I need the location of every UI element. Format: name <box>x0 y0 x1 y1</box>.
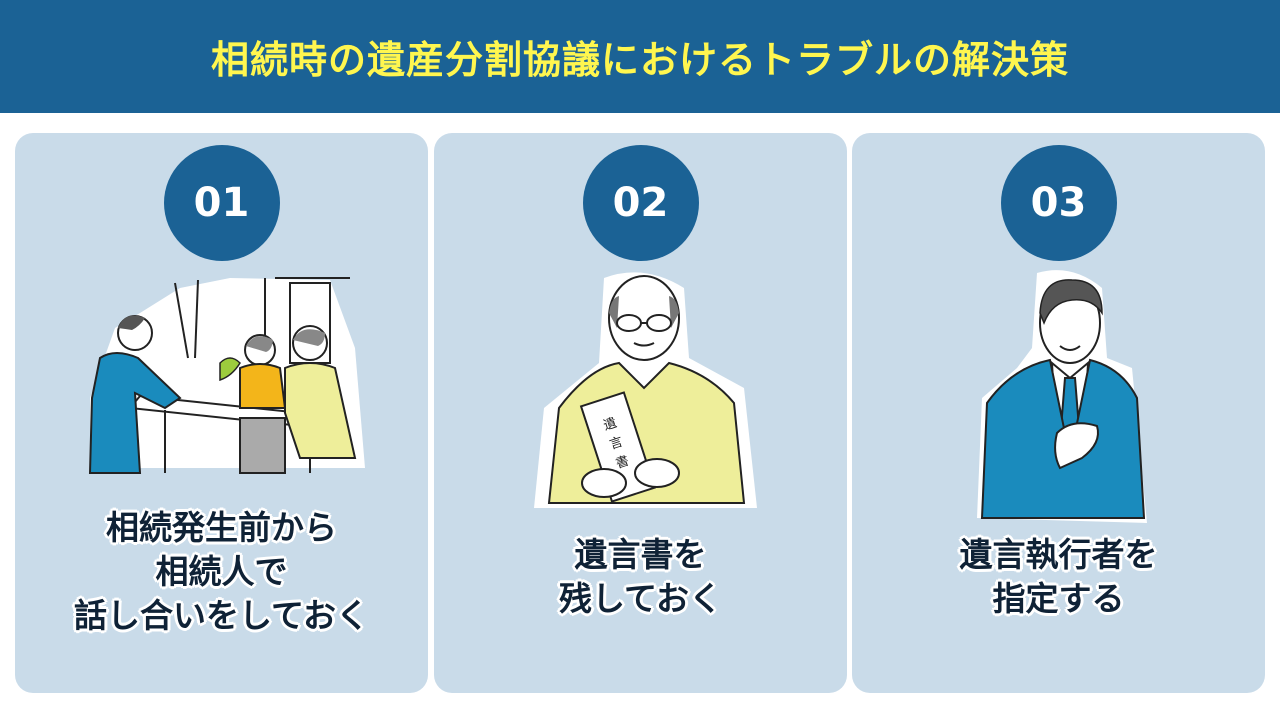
page-title: 相続時の遺産分割協議におけるトラブルの解決策 <box>210 38 1069 82</box>
card-3-text: 遺言執行者を 指定する <box>852 533 1265 621</box>
solution-card-1: 01 相続発生前から 相続人で 話し合 <box>15 133 428 693</box>
card-2-text: 遺言書を 残しておく <box>434 533 847 621</box>
header-banner: 相続時の遺産分割協議におけるトラブルの解決策 <box>0 0 1280 113</box>
card-1-text: 相続発生前から 相続人で 話し合いをしておく <box>15 506 428 638</box>
card-text-line: 相続発生前から <box>106 508 337 547</box>
card-text-line: 遺言書を <box>574 535 707 574</box>
solution-card-2: 02 遺 言 書 遺言書を 残しておく <box>434 133 847 693</box>
envelope-label-2: 言 <box>608 435 625 453</box>
businessman-hand-on-chest-illustration <box>977 270 1147 523</box>
number-badge: 02 <box>582 145 699 261</box>
elderly-man-holding-will-illustration: 遺 言 書 <box>534 272 757 508</box>
solution-card-3: 03 遺言執行者を 指定する <box>852 133 1265 693</box>
card-text-line: 遺言執行者を <box>959 535 1158 574</box>
card-text-line: 話し合いをしておく <box>73 596 370 635</box>
number-badge: 01 <box>163 145 280 261</box>
card-text-line: 指定する <box>992 579 1125 618</box>
envelope-label-1: 遺 <box>602 416 619 434</box>
card-text-line: 相続人で <box>155 552 288 591</box>
envelope-label-3: 書 <box>614 454 631 472</box>
family-consultation-illustration <box>88 277 365 474</box>
card-text-line: 残しておく <box>558 579 723 618</box>
number-badge: 03 <box>1000 145 1117 261</box>
